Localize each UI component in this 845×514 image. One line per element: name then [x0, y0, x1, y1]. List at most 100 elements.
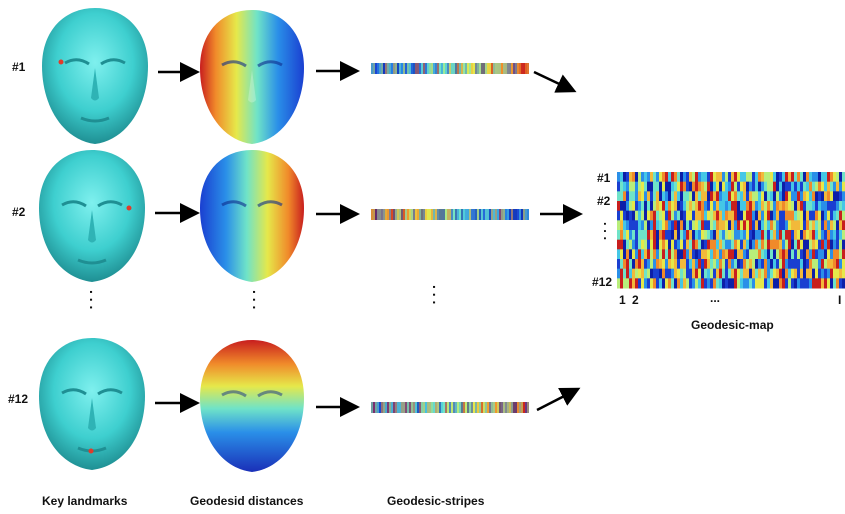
- geodesic-map-cell: [761, 259, 764, 270]
- geodesic-map-cell: [677, 249, 680, 260]
- geodesic-map-cell: [641, 210, 644, 221]
- geodesic-map-cell: [698, 181, 701, 192]
- geodesic-map-cell: [671, 278, 674, 289]
- geodesic-map-cell: [830, 230, 833, 241]
- geodesic-map-cell: [689, 220, 692, 231]
- geodesic-map-cell: [668, 191, 671, 202]
- geodesic-map-cell: [761, 239, 764, 250]
- geodesic-map-cell: [674, 259, 677, 270]
- geodesic-map-cell: [656, 278, 659, 289]
- geodesic-map-cell: [689, 230, 692, 241]
- geodesic-map-cell: [623, 181, 626, 192]
- geodesic-map-cell: [722, 210, 725, 221]
- geodesic-map-cell: [665, 220, 668, 231]
- geodesic-map-cell: [701, 181, 704, 192]
- geodesic-map-cell: [794, 172, 797, 183]
- geodesic-map-cell: [680, 268, 683, 279]
- geodesic-map-cell: [695, 201, 698, 212]
- geodesic-map-cell: [809, 210, 812, 221]
- geodesic-map-cell: [710, 172, 713, 183]
- geodesic-map-cell: [659, 191, 662, 202]
- geodesic-map-cell: [677, 278, 680, 289]
- geodesic-map-cell: [731, 210, 734, 221]
- column-title-stripes: Geodesic-stripes: [387, 494, 485, 508]
- face-landmark-12: [39, 338, 145, 470]
- geodesic-map-cell: [677, 220, 680, 231]
- geodesic-map-cell: [785, 239, 788, 250]
- geodesic-map-cell: [818, 278, 821, 289]
- geodesic-map-cell: [713, 220, 716, 231]
- geodesic-map-cell: [773, 220, 776, 231]
- geodesic-map-cell: [800, 210, 803, 221]
- geodesic-map-cell: [671, 220, 674, 231]
- geodesic-map-cell: [755, 220, 758, 231]
- geodesic-map-cell: [692, 191, 695, 202]
- geodesic-map-cell: [827, 278, 830, 289]
- geodesic-map-cell: [641, 249, 644, 260]
- geodesic-map-cell: [740, 259, 743, 270]
- geodesic-map-cell: [815, 220, 818, 231]
- geodesic-map-cell: [626, 239, 629, 250]
- geodesic-map-cell: [716, 230, 719, 241]
- geodesic-map-cell: [812, 191, 815, 202]
- geodesic-map-cell: [665, 259, 668, 270]
- geodesic-map-cell: [773, 259, 776, 270]
- geodesic-map-cell: [803, 172, 806, 183]
- geodesic-map-cell: [752, 259, 755, 270]
- geodesic-map-cell: [635, 201, 638, 212]
- geodesic-map-cell: [710, 239, 713, 250]
- geodesic-map-cell: [689, 210, 692, 221]
- map-row-label-2: #2: [597, 194, 611, 208]
- geodesic-map-cell: [671, 172, 674, 183]
- geodesic-map-cell: [617, 259, 620, 270]
- geodesic-map-cell: [632, 181, 635, 192]
- geodesic-map-cell: [695, 239, 698, 250]
- geodesic-map-cell: [632, 239, 635, 250]
- geodesic-map-cell: [755, 191, 758, 202]
- geodesic-map-cell: [719, 278, 722, 289]
- geodesic-map-cell: [821, 278, 824, 289]
- geodesic-map-cell: [743, 172, 746, 183]
- geodesic-map-cell: [683, 230, 686, 241]
- geodesic-map-cell: [764, 259, 767, 270]
- geodesic-map-cell: [650, 278, 653, 289]
- geodesic-map-cell: [821, 249, 824, 260]
- geodesic-map-cell: [827, 201, 830, 212]
- geodesic-map-cell: [761, 181, 764, 192]
- geodesic-map-cell: [692, 249, 695, 260]
- geodesic-map-cell: [728, 181, 731, 192]
- geodesic-map-cell: [782, 201, 785, 212]
- geodesic-map-cell: [635, 210, 638, 221]
- stripe-1-texture: [371, 63, 529, 74]
- geodesic-map-cell: [785, 230, 788, 241]
- geodesic-map-cell: [830, 201, 833, 212]
- map-row-label-1: #1: [597, 171, 611, 185]
- geodesic-map-cell: [833, 268, 836, 279]
- geodesic-map-cell: [707, 278, 710, 289]
- geodesic-map-cell: [821, 191, 824, 202]
- geodesic-map-cell: [797, 220, 800, 231]
- geodesic-map-cell: [791, 191, 794, 202]
- geodesic-map-cell: [824, 230, 827, 241]
- geodesic-map-cell: [638, 201, 641, 212]
- geodesic-map-cell: [632, 172, 635, 183]
- geodesic-map-cell: [692, 210, 695, 221]
- geodesic-map-cell: [806, 191, 809, 202]
- geodesic-map-cell: [836, 278, 839, 289]
- geodesic-map-cell: [692, 201, 695, 212]
- geodesic-map-cell: [716, 239, 719, 250]
- geodesic-map-cell: [713, 239, 716, 250]
- geodesic-map-cell: [836, 201, 839, 212]
- geodesic-map-cell: [626, 268, 629, 279]
- geodesic-map-cell: [785, 249, 788, 260]
- geodesic-map-cell: [734, 278, 737, 289]
- geodesic-map-cell: [779, 181, 782, 192]
- geodesic-map-cell: [680, 230, 683, 241]
- geodesic-map-cell: [755, 230, 758, 241]
- geodesic-map-cell: [815, 210, 818, 221]
- geodesic-map-cell: [746, 210, 749, 221]
- geodesic-map-cell: [659, 210, 662, 221]
- geodesic-map-cell: [662, 181, 665, 192]
- geodesic-map-cell: [665, 230, 668, 241]
- geodesic-map-cell: [629, 210, 632, 221]
